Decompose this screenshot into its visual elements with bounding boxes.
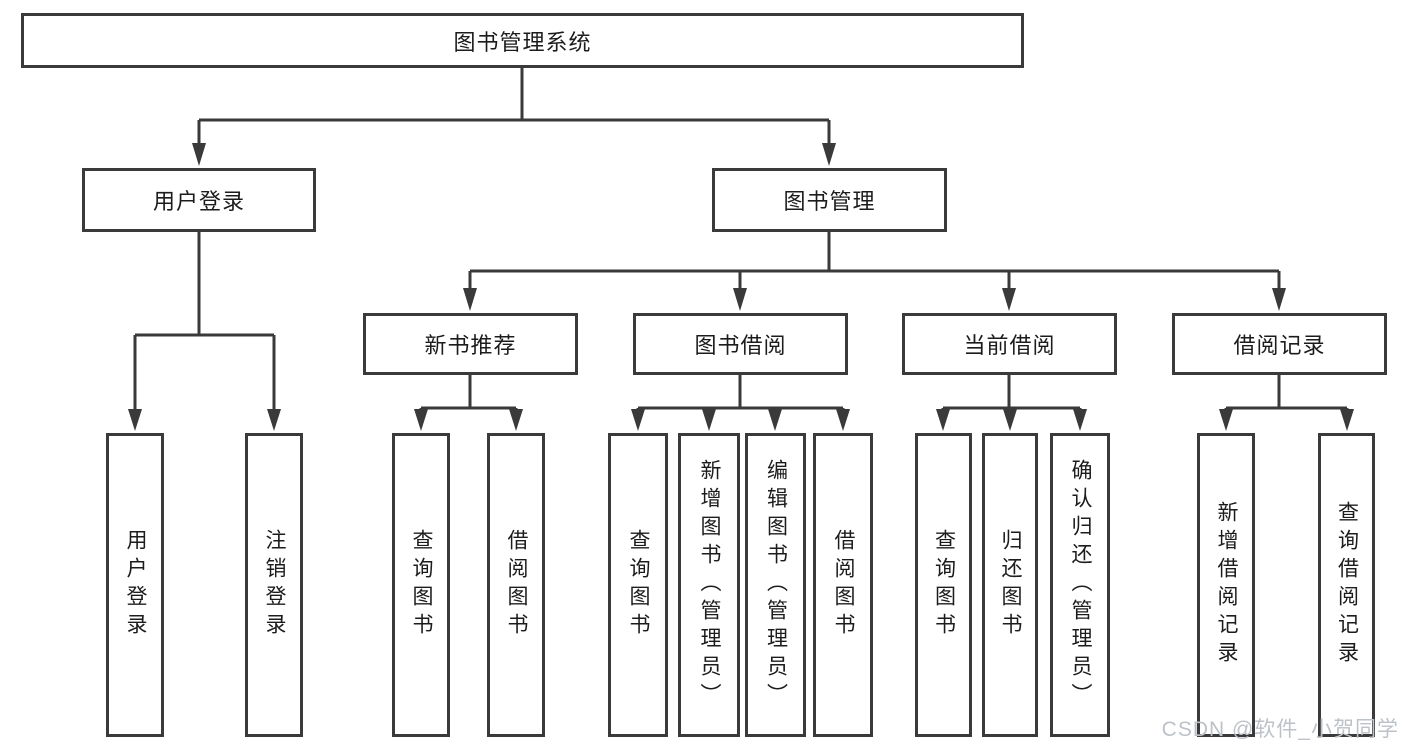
leaf-add-borrow-record-label: 新增借阅记录: [1215, 501, 1238, 669]
leaf-query-books-2-label: 查询图书: [627, 529, 650, 641]
leaf-add-borrow-record: 新增借阅记录: [1197, 433, 1255, 737]
arrowhead: [1340, 409, 1354, 431]
leaf-user-login-label: 用户登录: [124, 529, 147, 641]
leaf-confirm-return-admin: 确认归还（管理员）: [1050, 433, 1110, 737]
arrowhead: [1272, 288, 1286, 311]
arrowhead: [414, 409, 428, 431]
csdn-watermark: CSDN @软件_小贺同学: [1161, 718, 1399, 741]
arrowhead: [1002, 288, 1016, 311]
leaf-query-borrow-record: 查询借阅记录: [1318, 433, 1375, 737]
node-borrow-records-label: 借阅记录: [1233, 333, 1326, 358]
node-borrow-records: 借阅记录: [1172, 313, 1387, 375]
connector-borrow-records: [1224, 375, 1349, 412]
connector-book-mgmt: [468, 232, 1281, 289]
node-book-borrowing: 图书借阅: [633, 313, 848, 375]
leaf-query-books-1: 查询图书: [392, 433, 450, 737]
arrowhead: [733, 288, 747, 311]
arrowhead: [1003, 409, 1017, 431]
leaf-borrow-books-2-label: 借阅图书: [832, 529, 855, 641]
connector-root: [197, 68, 831, 146]
leaf-query-books-1-label: 查询图书: [410, 529, 433, 641]
arrowhead: [631, 409, 645, 431]
leaf-logout: 注销登录: [245, 433, 303, 737]
leaf-logout-label: 注销登录: [263, 529, 286, 641]
leaf-edit-books-admin-label: 编辑图书（管理员）: [764, 459, 788, 711]
arrowhead: [822, 143, 836, 166]
node-book-management: 图书管理: [712, 168, 947, 232]
arrowhead: [267, 409, 281, 431]
arrowhead: [768, 409, 782, 431]
node-user-login: 用户登录: [82, 168, 316, 232]
leaf-query-books-2: 查询图书: [608, 433, 668, 737]
leaf-query-books-3: 查询图书: [915, 433, 972, 737]
leaf-edit-books-admin: 编辑图书（管理员）: [745, 433, 806, 737]
leaf-query-borrow-record-label: 查询借阅记录: [1335, 501, 1359, 669]
node-current-borrowing-label: 当前借阅: [963, 333, 1056, 358]
node-user-login-label: 用户登录: [152, 189, 245, 214]
leaf-add-books-admin: 新增图书（管理员）: [678, 433, 740, 737]
arrowhead: [936, 409, 950, 431]
connector-user-login: [133, 232, 276, 411]
leaf-borrow-books-1: 借阅图书: [487, 433, 545, 737]
arrowhead: [1219, 409, 1233, 431]
leaf-add-books-admin-label: 新增图书（管理员）: [698, 459, 721, 711]
connector-new-books: [419, 375, 518, 412]
node-current-borrowing: 当前借阅: [902, 313, 1117, 375]
arrowhead: [836, 409, 850, 431]
leaf-query-books-3-label: 查询图书: [932, 529, 956, 641]
arrowhead: [192, 143, 206, 166]
arrowhead: [702, 409, 716, 431]
node-new-book-recommend: 新书推荐: [363, 313, 578, 375]
connector-book-borrow: [636, 375, 845, 412]
arrowhead: [128, 409, 142, 431]
leaf-return-books: 归还图书: [982, 433, 1038, 737]
leaf-borrow-books-2: 借阅图书: [813, 433, 873, 737]
arrowhead: [1073, 409, 1087, 431]
leaf-borrow-books-1-label: 借阅图书: [505, 529, 528, 641]
connector-current-borrow: [941, 375, 1082, 412]
arrowhead: [463, 288, 477, 311]
arrowhead: [509, 409, 523, 431]
leaf-confirm-return-admin-label: 确认归还（管理员）: [1069, 459, 1092, 711]
leaf-return-books-label: 归还图书: [999, 529, 1022, 641]
node-book-borrowing-label: 图书借阅: [694, 333, 787, 358]
node-library-system: 图书管理系统: [21, 13, 1024, 68]
node-new-book-recommend-label: 新书推荐: [424, 333, 517, 358]
node-library-system-label: 图书管理系统: [453, 29, 592, 55]
node-book-management-label: 图书管理: [783, 189, 876, 214]
leaf-user-login: 用户登录: [106, 433, 164, 737]
